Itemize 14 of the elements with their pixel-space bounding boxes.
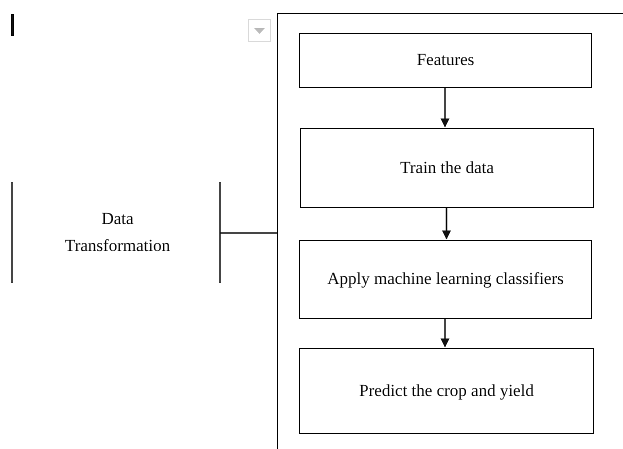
node-label: Predict the crop and yield <box>359 380 534 402</box>
process-box <box>300 128 594 208</box>
arrow <box>440 319 450 348</box>
connector-line <box>220 232 277 234</box>
container-panel <box>277 13 623 449</box>
process-box <box>299 240 592 319</box>
node-label: Train the data <box>400 156 494 179</box>
node-label: Features <box>416 49 474 72</box>
process-box <box>299 348 594 434</box>
process-box <box>299 33 592 88</box>
arrow <box>442 208 451 240</box>
node-label: Data Transformation <box>64 208 172 256</box>
node-label: Apply machine learning classifiers <box>327 268 564 290</box>
arrow <box>440 88 450 128</box>
